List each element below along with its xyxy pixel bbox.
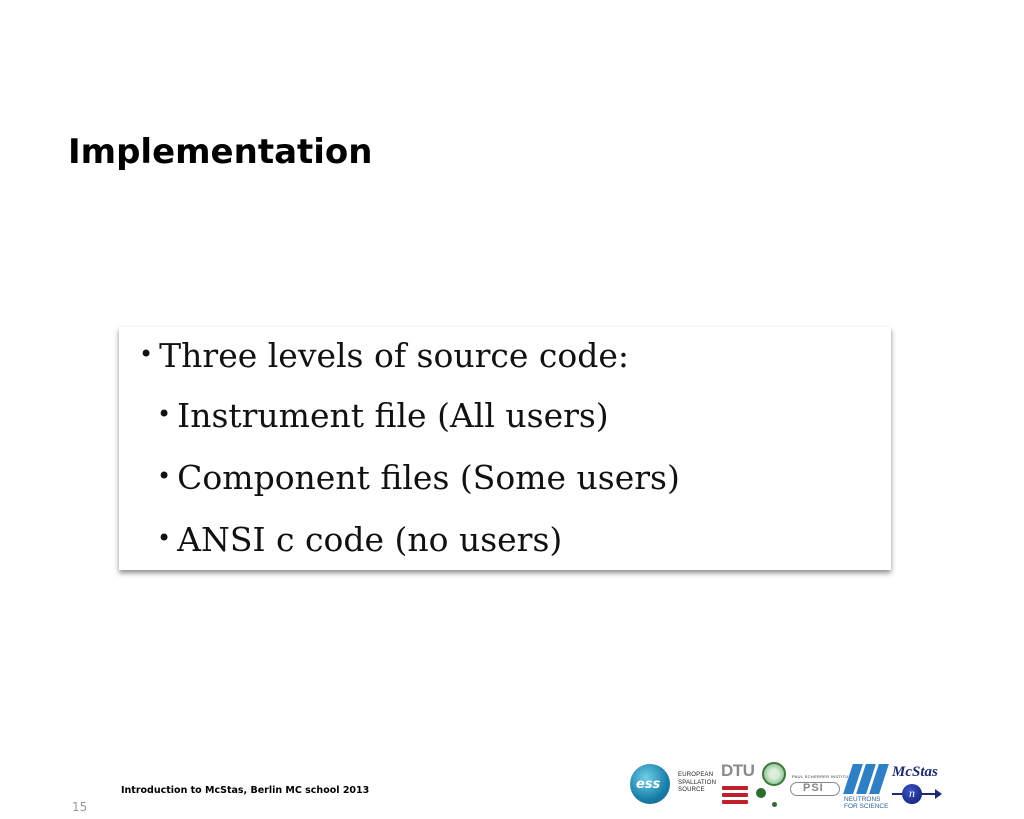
ill-line: FOR SCIENCE bbox=[844, 803, 889, 810]
psi-logo-icon: PSI bbox=[790, 782, 840, 796]
dtu-logo-mark: DTU bbox=[721, 761, 755, 780]
bullet-text: Component files (Some users) bbox=[177, 458, 680, 497]
footer-text: Introduction to McStas, Berlin MC school… bbox=[121, 785, 370, 796]
dtu-wave bbox=[722, 786, 748, 790]
partner-logos: ess EUROPEAN SPALLATION SOURCE DTU PAUL … bbox=[630, 760, 950, 810]
ill-logo-icon bbox=[843, 764, 889, 794]
ku-dot-icon bbox=[772, 802, 777, 807]
ku-seal-icon bbox=[762, 762, 786, 786]
bullet-dot: • bbox=[139, 340, 154, 368]
bullet-dot: • bbox=[157, 524, 172, 552]
sub-bullet-item: •Instrument file (All users) bbox=[157, 399, 609, 432]
ess-logo-icon: ess bbox=[630, 764, 670, 804]
mcstas-logo-label: McStas bbox=[892, 764, 938, 780]
bullet-text: Three levels of source code: bbox=[159, 336, 630, 375]
dtu-wave bbox=[722, 800, 748, 804]
bullet-text: ANSI c code (no users) bbox=[177, 520, 563, 559]
bullet-item: •Three levels of source code: bbox=[139, 339, 629, 372]
ess-line: SOURCE bbox=[678, 787, 705, 793]
psi-logo-mark: PSI bbox=[803, 782, 824, 794]
ess-logo-text: EUROPEAN SPALLATION SOURCE bbox=[678, 772, 716, 795]
slide-title: Implementation bbox=[68, 132, 373, 172]
page-number: 15 bbox=[72, 800, 88, 814]
ill-logo-text: NEUTRONS FOR SCIENCE bbox=[844, 796, 888, 810]
ku-dot-icon bbox=[756, 788, 766, 798]
ill-line: NEUTRONS bbox=[844, 796, 881, 803]
mcstas-arrow-icon bbox=[935, 789, 942, 799]
sub-bullet-item: •ANSI c code (no users) bbox=[157, 523, 562, 556]
psi-caption: PAUL SCHERRER INSTITUT bbox=[792, 774, 852, 779]
ess-line: SPALLATION bbox=[678, 779, 717, 786]
dtu-wave bbox=[722, 793, 748, 797]
mcstas-neutron-icon: n bbox=[902, 784, 922, 804]
sub-bullet-item: •Component files (Some users) bbox=[157, 461, 680, 494]
bullet-dot: • bbox=[157, 400, 172, 428]
bullet-text: Instrument file (All users) bbox=[177, 396, 609, 435]
ess-line: EUROPEAN bbox=[678, 772, 714, 778]
ess-logo-mark: ess bbox=[636, 777, 661, 792]
bullet-dot: • bbox=[157, 462, 172, 490]
content-box: •Three levels of source code: •Instrumen… bbox=[119, 327, 891, 570]
dtu-logo-icon: DTU bbox=[720, 760, 756, 810]
